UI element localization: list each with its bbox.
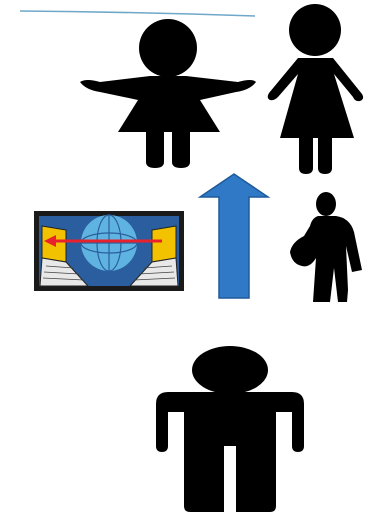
boy-icon <box>156 346 304 512</box>
networked-laptops-icon <box>34 211 184 291</box>
up-arrow-icon <box>200 174 268 298</box>
girl-dress-icon <box>80 19 256 168</box>
man-silhouette-icon <box>290 192 362 302</box>
woman-icon <box>268 4 363 174</box>
top-accent-line <box>20 11 255 16</box>
